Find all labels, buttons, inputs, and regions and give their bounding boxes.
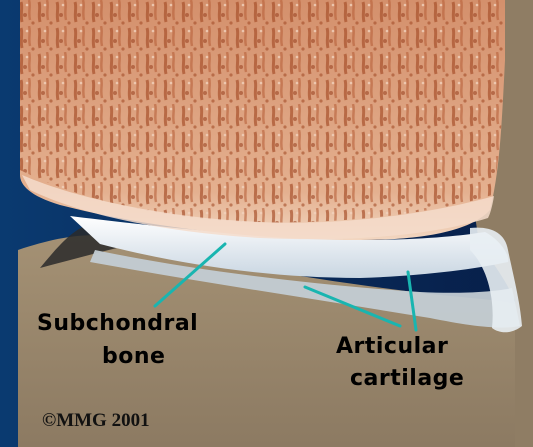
articular-cartilage-label: Articular <box>336 335 448 359</box>
articular-cartilage-label-line2: cartilage <box>350 367 464 391</box>
subchondral-bone-label-line2: bone <box>102 345 165 369</box>
copyright-notice: ©MMG 2001 <box>42 410 150 432</box>
subchondral-bone-label: Subchondral <box>37 312 198 336</box>
bone-trabecular-texture <box>20 0 505 223</box>
